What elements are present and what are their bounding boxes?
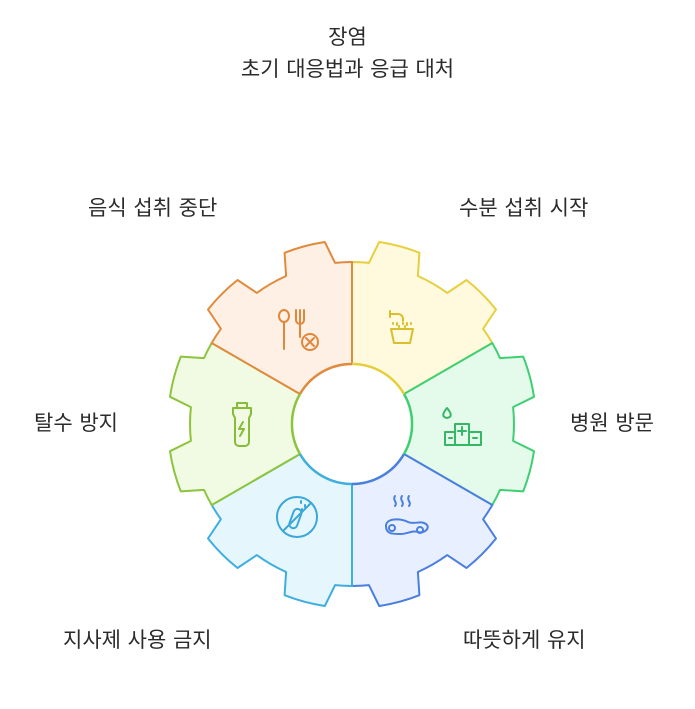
label-stop-eating: 음식 섭취 중단 [88, 196, 218, 220]
hot-compress-icon [385, 495, 429, 535]
hospital-icon [442, 407, 482, 446]
diagram-subtitle: 초기 대응법과 응급 대처 [240, 57, 455, 81]
segment-keep-warm-hub-arc [351, 453, 406, 486]
diagram-title: 장염 [328, 25, 367, 49]
label-keep-warm: 따뜻하게 유지 [463, 628, 586, 652]
segment-hospital-visit-hub-arc [402, 393, 414, 455]
segment-no-antidiarrheal-hub-arc [298, 453, 353, 486]
label-prevent-dehydration: 탈수 방지 [34, 411, 118, 435]
label-no-antidiarrheal: 지사제 사용 금지 [63, 628, 212, 652]
segment-stop-eating-hub-arc [298, 362, 353, 395]
segment-start-hydration-hub-arc [351, 362, 406, 395]
label-hospital-visit: 병원 방문 [570, 411, 654, 435]
label-start-hydration: 수분 섭취 시작 [459, 196, 589, 220]
gear-hub [292, 364, 412, 484]
no-food-icon [278, 309, 319, 351]
no-medicine-icon [276, 496, 318, 538]
water-bottle-icon [232, 402, 252, 447]
segment-prevent-dehydration-hub-arc [290, 393, 302, 455]
faucet-bucket-icon [389, 310, 414, 344]
